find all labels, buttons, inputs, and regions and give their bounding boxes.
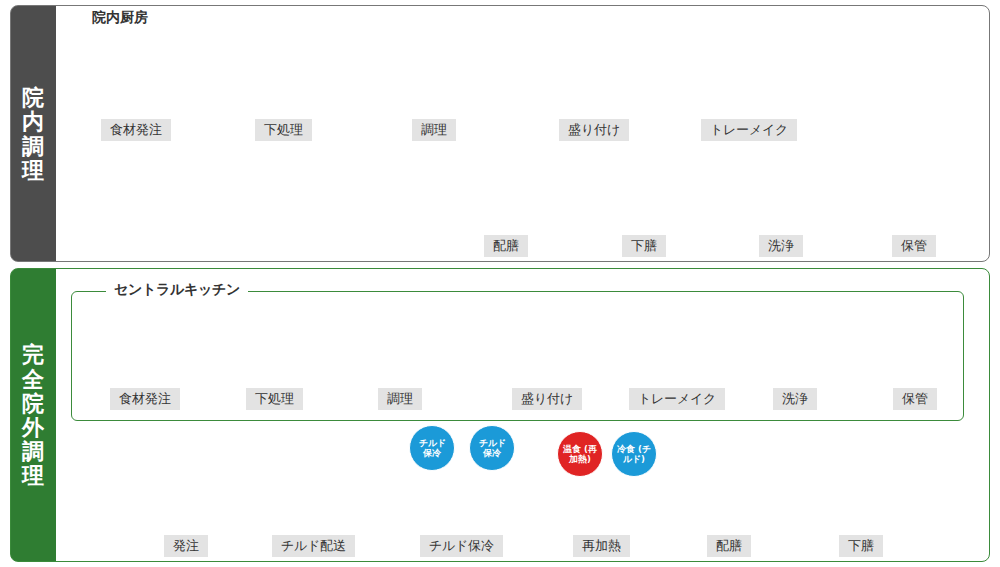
- process-step: トレーメイク: [622, 298, 732, 410]
- step-label: 再加熱: [573, 535, 630, 557]
- section-title: 完全院外調理: [22, 343, 44, 488]
- step-label: 洗浄: [773, 388, 817, 410]
- step-label: 盛り付け: [512, 388, 582, 410]
- badge-label: チルド 保冷: [474, 438, 510, 458]
- badge-circle: 冷食 (チルド): [611, 431, 657, 477]
- section-title: 院内調理: [22, 86, 44, 183]
- process-step: 配膳: [691, 429, 766, 557]
- step-label: 下処理: [246, 388, 303, 410]
- process-step: 食材発注: [97, 298, 192, 410]
- section-band: 院内調理 食材発注 下処理 調理 盛り付け トレーメイク配膳 下膳 洗浄 保管: [10, 5, 990, 262]
- step-label: トレーメイク: [701, 119, 797, 141]
- step-label: 発注: [164, 535, 208, 557]
- badge-circle: チルド 保冷: [469, 425, 515, 471]
- step-label: 下膳: [839, 535, 883, 557]
- step-label: チルド保冷: [420, 535, 503, 557]
- step-label: 下膳: [622, 235, 666, 257]
- step-label: トレーメイク: [629, 388, 725, 410]
- area-label: 院内厨房: [92, 9, 148, 27]
- section-band: 完全院外調理 セントラルキッチン食材発注 下処理 調理 盛り付け トレーメイク 洗浄 保管発注…: [10, 268, 990, 562]
- process-step: 食材発注: [81, 21, 191, 141]
- step-label: 配膳: [484, 235, 528, 257]
- step-label: 食材発注: [110, 388, 180, 410]
- step-label: 食材発注: [101, 119, 171, 141]
- badge-label: 冷食 (チルド): [616, 444, 652, 464]
- process-step: 下処理: [232, 298, 317, 410]
- badge-circle: チルド 保冷: [409, 425, 455, 471]
- process-step: 下処理: [236, 21, 331, 141]
- process-step: チルド配送: [266, 429, 361, 557]
- process-step: 下膳: [596, 147, 691, 257]
- step-label: 保管: [893, 388, 937, 410]
- badge-circle: 温食 (再加熱): [557, 431, 603, 477]
- process-step: トレーメイク: [691, 21, 806, 141]
- process-step: 配膳: [461, 147, 551, 257]
- step-label: 洗浄: [759, 235, 803, 257]
- step-label: 盛り付け: [559, 119, 629, 141]
- process-step: 盛り付け: [536, 21, 651, 141]
- illustration-part: [10, 5, 990, 262]
- process-step: 洗浄: [752, 298, 837, 410]
- badge-label: チルド 保冷: [414, 438, 450, 458]
- process-step: 保管: [871, 147, 956, 257]
- process-step: 発注: [141, 429, 231, 557]
- step-label: 調理: [378, 388, 422, 410]
- step-label: 保管: [892, 235, 936, 257]
- process-step: 調理: [352, 298, 447, 410]
- group-title: セントラルキッチン: [106, 281, 248, 299]
- process-step: 調理: [371, 21, 496, 141]
- process-step: 下膳: [816, 429, 906, 557]
- badge-label: 温食 (再加熱): [562, 444, 598, 464]
- step-label: 配膳: [707, 535, 751, 557]
- process-step: 洗浄: [731, 147, 831, 257]
- process-step: 盛り付け: [492, 298, 602, 410]
- step-label: チルド配送: [272, 535, 355, 557]
- step-label: 下処理: [255, 119, 312, 141]
- step-label: 調理: [412, 119, 456, 141]
- group-box: セントラルキッチン食材発注下処理調理盛り付けトレーメイク洗浄保管: [71, 291, 964, 421]
- process-step: 保管: [872, 298, 957, 410]
